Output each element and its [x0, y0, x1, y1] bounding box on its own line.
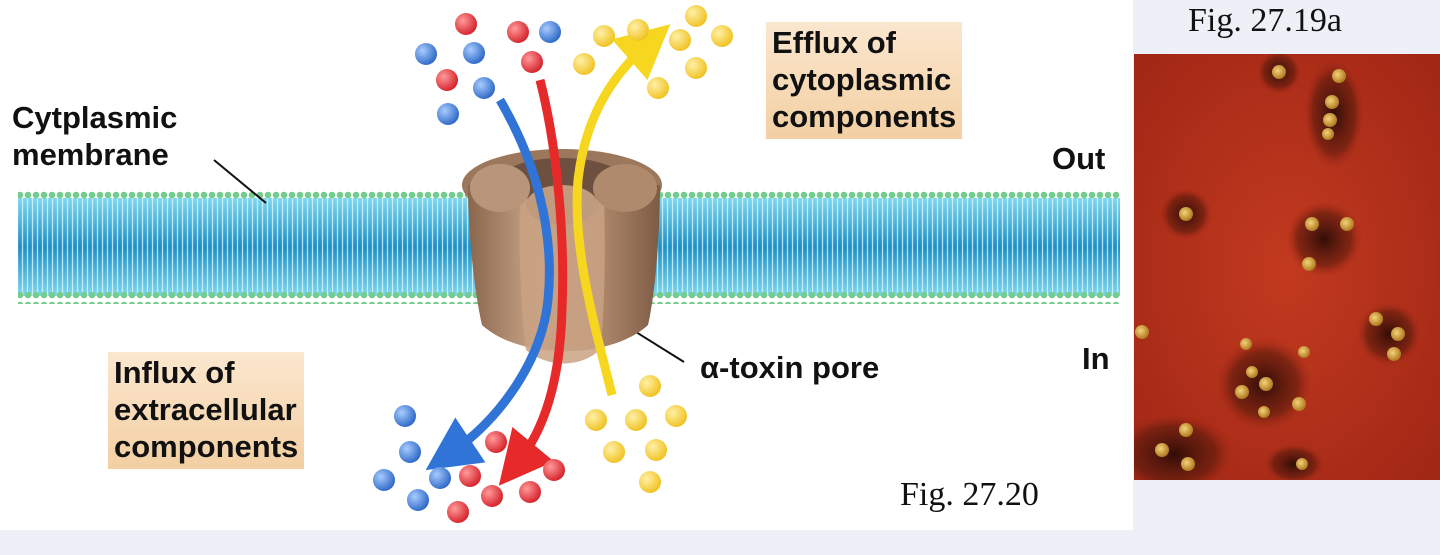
- red-molecule: [543, 459, 565, 481]
- red-molecule: [521, 51, 543, 73]
- efflux-label: Efflux of cytoplasmic components: [766, 22, 963, 139]
- blood-agar-photo: [1134, 54, 1440, 480]
- efflux-label-line-2: cytoplasmic: [772, 62, 952, 97]
- blue-molecule: [437, 103, 459, 125]
- blue-molecule: [539, 21, 561, 43]
- figure-caption-photo: Fig. 27.19a: [1188, 2, 1342, 39]
- red-molecule: [455, 13, 477, 35]
- membrane-label: Cytplasmic membrane: [12, 99, 177, 173]
- red-molecule: [507, 21, 529, 43]
- out-label: Out: [1052, 141, 1106, 176]
- yellow-molecules: [573, 5, 733, 493]
- red-molecule: [519, 481, 541, 503]
- yellow-efflux-arrow: [572, 24, 671, 397]
- figure-caption-main: Fig. 27.20: [900, 476, 1039, 513]
- red-molecule: [447, 501, 469, 523]
- alpha-toxin-diagram: Cytplasmic membrane Efflux of cytoplasmi…: [0, 0, 1133, 530]
- yellow-molecule: [647, 77, 669, 99]
- efflux-label-line-1: Efflux of: [772, 25, 896, 60]
- influx-label: Influx of extracellular components: [108, 352, 305, 469]
- yellow-molecule: [573, 53, 595, 75]
- yellow-molecule: [711, 25, 733, 47]
- yellow-molecule: [625, 409, 647, 431]
- influx-label-line-3: components: [114, 429, 299, 464]
- yellow-molecule: [685, 57, 707, 79]
- diagram-svg: [18, 5, 1120, 523]
- blue-molecule: [429, 467, 451, 489]
- blue-molecule: [407, 489, 429, 511]
- red-influx-arrow: [498, 78, 568, 486]
- influx-label-line-1: Influx of: [114, 355, 235, 390]
- yellow-molecule: [645, 439, 667, 461]
- blue-molecule: [394, 405, 416, 427]
- yellow-molecule: [603, 441, 625, 463]
- blue-molecule: [415, 43, 437, 65]
- yellow-molecule: [639, 471, 661, 493]
- flux-arrows: [425, 24, 671, 486]
- bacterial-colonies: [1135, 65, 1405, 471]
- yellow-molecule: [593, 25, 615, 47]
- membrane-label-line-1: Cytplasmic: [12, 100, 178, 135]
- pore-label: α-toxin pore: [700, 350, 880, 385]
- blue-molecules: [373, 21, 561, 511]
- yellow-molecule: [665, 405, 687, 427]
- red-molecules: [436, 13, 565, 523]
- membrane-leader-line: [213, 159, 267, 204]
- blue-influx-arrow: [425, 97, 554, 471]
- red-molecule: [481, 485, 503, 507]
- blue-molecule: [399, 441, 421, 463]
- yellow-molecule: [685, 5, 707, 27]
- yellow-molecule: [639, 375, 661, 397]
- blue-molecule: [473, 77, 495, 99]
- red-molecule: [485, 431, 507, 453]
- in-label: In: [1082, 341, 1110, 376]
- yellow-molecule: [669, 29, 691, 51]
- influx-label-line-2: extracellular: [114, 392, 297, 427]
- membrane-label-line-2: membrane: [12, 137, 169, 172]
- yellow-molecule: [627, 19, 649, 41]
- efflux-label-line-3: components: [772, 99, 957, 134]
- blue-molecule: [463, 42, 485, 64]
- yellow-molecule: [585, 409, 607, 431]
- red-molecule: [459, 465, 481, 487]
- blue-molecule: [373, 469, 395, 491]
- red-molecule: [436, 69, 458, 91]
